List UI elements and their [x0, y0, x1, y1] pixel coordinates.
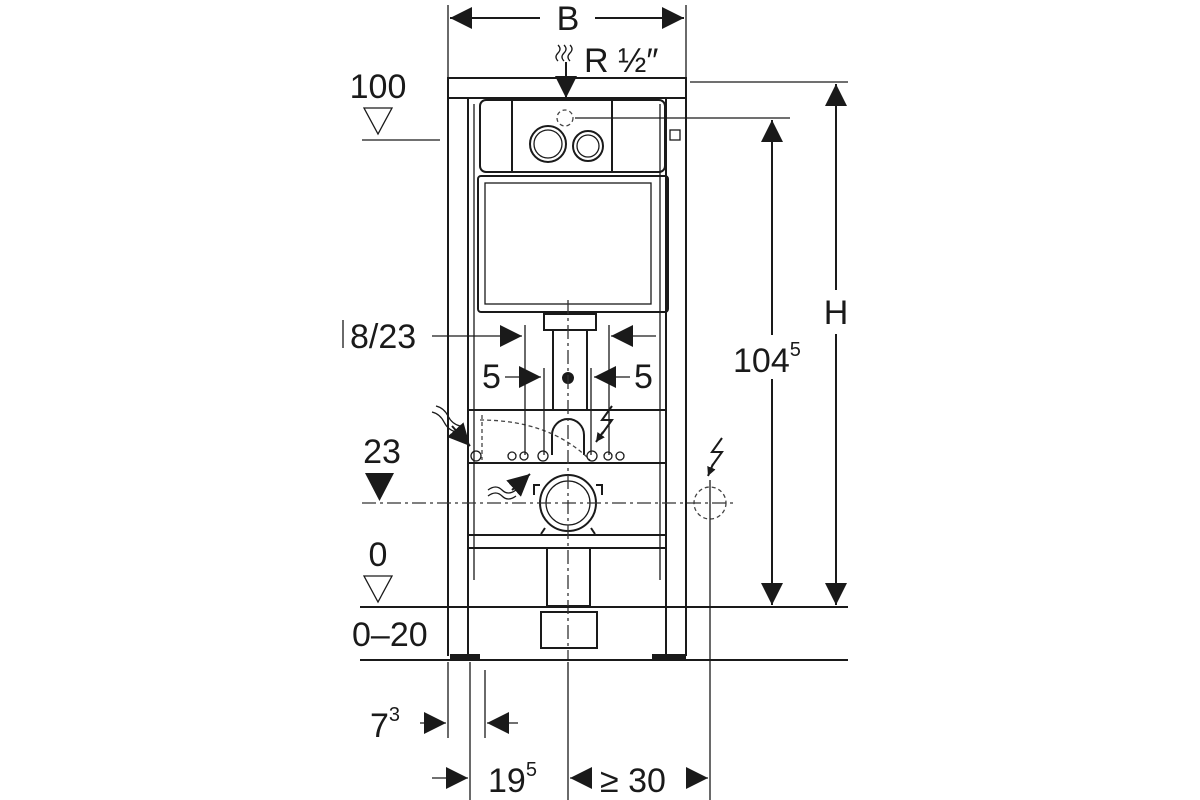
leg-offset-value: 7: [370, 707, 389, 745]
level-0-label: 0: [369, 536, 388, 574]
svg-text:195: 195: [488, 759, 537, 800]
side-offsets: 5 5: [482, 358, 653, 455]
left-offset-label: 5: [482, 358, 501, 396]
wall-offset-value: 19: [488, 762, 526, 800]
svg-text:73: 73: [370, 704, 400, 745]
height-label: H: [824, 294, 849, 332]
level-0-marker: 0 0–20: [352, 536, 848, 661]
pipe-offset-dimension: 8/23: [342, 318, 656, 455]
level-100-marker: 100: [350, 68, 440, 141]
svg-text:1045: 1045: [733, 339, 801, 380]
pipe-offset-label: 8/23: [350, 318, 416, 356]
electric-socket-icon: [710, 437, 724, 467]
leg-offset-dimension: 73: [370, 662, 518, 745]
width-dimension: B: [447, 0, 687, 78]
socket-distance-label: ≥ 30: [600, 762, 666, 800]
level-23-label: 23: [363, 433, 401, 471]
wave-drain-icon: [487, 486, 517, 500]
right-offset-label: 5: [634, 358, 653, 396]
water-inlet: R ½″: [555, 42, 658, 98]
leg-offset-sup: 3: [389, 704, 400, 726]
level-23-marker: 23: [362, 433, 736, 504]
height-dimension: H: [690, 81, 852, 605]
water-inlet-label: R ½″: [584, 42, 658, 80]
wave-inlet-icon: [431, 405, 461, 433]
wall-offset-sup: 5: [526, 759, 537, 781]
flush-height-dimension: 1045: [575, 117, 812, 605]
water-wave-icon: [555, 44, 573, 62]
floor-range-label: 0–20: [352, 616, 428, 654]
wall-offset-dimension: 195 ≥ 30: [432, 662, 708, 800]
flush-height-sup: 5: [790, 339, 801, 361]
width-label: B: [557, 0, 580, 38]
level-100-label: 100: [350, 68, 407, 106]
flush-height-value: 104: [733, 342, 790, 380]
frame: [447, 77, 687, 660]
electric-icon: [600, 405, 614, 435]
electrical-socket: [693, 437, 727, 800]
